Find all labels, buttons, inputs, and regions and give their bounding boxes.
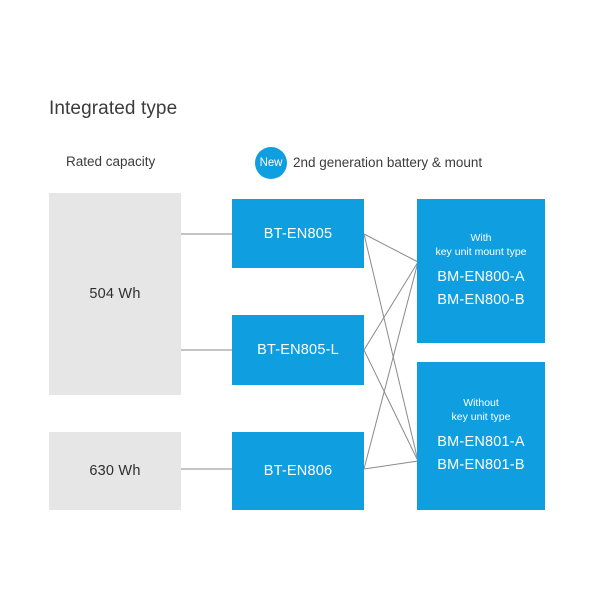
mount-box-without-key-unit-subtitle-line1: Without [463, 396, 499, 409]
battery-box-bt-en805: BT-EN805 [232, 199, 364, 268]
mount-box-with-key-unit-subtitle: With key unit mount type [435, 231, 526, 259]
connector-line [363, 233, 419, 263]
connector-line [363, 261, 419, 351]
capacity-box-630: 630 Wh [49, 432, 181, 510]
connector-line [363, 349, 419, 462]
connector-line [363, 233, 419, 462]
rated-capacity-label: Rated capacity [66, 154, 156, 169]
battery-box-bt-en805-l-label: BT-EN805-L [257, 342, 339, 358]
mount-box-with-key-unit-subtitle-line2: key unit mount type [435, 245, 527, 258]
mount-box-without-key-unit-code-b: BM-EN801-B [437, 456, 525, 473]
battery-box-bt-en806-label: BT-EN806 [263, 463, 333, 479]
capacity-box-630-label: 630 Wh [89, 463, 141, 479]
capacity-box-504-label: 504 Wh [89, 286, 141, 302]
mount-box-with-key-unit-code-a: BM-EN800-A [437, 268, 525, 285]
page-title: Integrated type [49, 98, 178, 119]
mount-box-with-key-unit-subtitle-line1: With [470, 231, 492, 244]
mount-box-without-key-unit: Without key unit type BM-EN801-A BM-EN80… [417, 362, 545, 510]
battery-box-bt-en805-label: BT-EN805 [263, 225, 333, 242]
mount-box-with-key-unit-code-b: BM-EN800-B [437, 291, 525, 308]
mount-box-with-key-unit: With key unit mount type BM-EN800-A BM-E… [417, 199, 545, 343]
capacity-box-504: 504 Wh [49, 193, 181, 395]
connector-line [363, 460, 419, 470]
new-badge: New [255, 147, 287, 179]
mount-box-without-key-unit-subtitle-line2: key unit type [451, 410, 511, 423]
mount-box-without-key-unit-subtitle: Without key unit type [452, 396, 511, 424]
connector-line [363, 261, 419, 470]
mount-box-without-key-unit-code-a: BM-EN801-A [437, 433, 525, 450]
battery-box-bt-en806: BT-EN806 [232, 432, 364, 510]
battery-box-bt-en805-l: BT-EN805-L [232, 315, 364, 385]
second-generation-caption: 2nd generation battery & mount [293, 155, 483, 170]
